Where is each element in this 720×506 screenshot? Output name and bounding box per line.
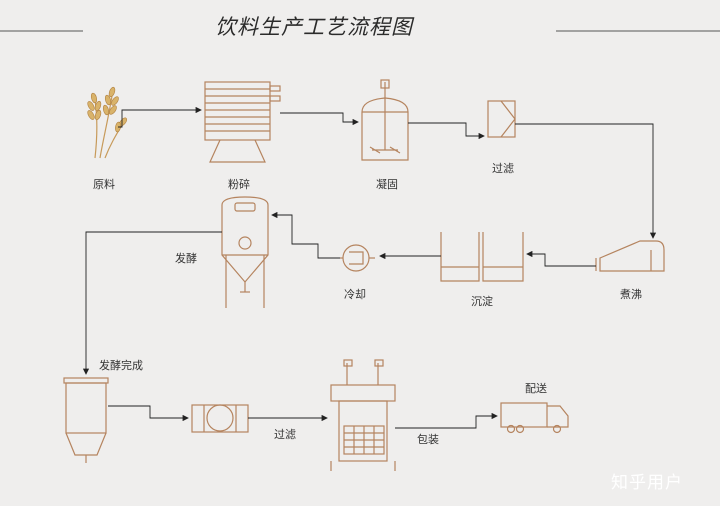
- label-sedimentation: 沉淀: [471, 295, 493, 308]
- label-crushing: 粉碎: [228, 178, 250, 191]
- arrow-cooler-to-fermenter: [271, 211, 340, 259]
- label-delivery: 配送: [525, 382, 547, 395]
- arrow-boiler-to-sedimentation: [526, 250, 596, 267]
- arrow-coagulation-to-filter: [408, 122, 485, 140]
- watermark: 知乎用户: [611, 473, 683, 493]
- arrow-storage-to-filter: [108, 405, 189, 422]
- arrow-raw-to-crusher: [118, 106, 202, 128]
- crusher-icon: [204, 81, 281, 163]
- filter-unit-icon: [191, 404, 249, 433]
- delivery-truck-icon: [500, 402, 569, 434]
- arrow-fermenter-to-storage: [82, 231, 222, 375]
- coagulation-tank-icon: [361, 79, 409, 161]
- boiler-icon: [595, 240, 665, 272]
- flow-connectors: [82, 106, 657, 429]
- storage-tank-icon: [63, 377, 109, 463]
- fermenter-icon: [221, 196, 269, 308]
- label-cooling: 冷却: [344, 288, 366, 301]
- label-fermentation-done: 发酵完成: [99, 359, 143, 372]
- label-filtering-1: 过滤: [492, 162, 514, 175]
- label-coagulation: 凝固: [376, 178, 398, 191]
- label-packaging: 包装: [417, 433, 439, 446]
- label-fermentation: 发酵: [175, 252, 197, 265]
- label-boiling: 煮沸: [620, 288, 642, 301]
- label-raw-material: 原料: [93, 178, 115, 191]
- sedimentation-tank-icon: [440, 232, 524, 282]
- diagram-title: 饮料生产工艺流程图: [215, 15, 413, 39]
- arrow-crusher-to-coagulation: [280, 112, 359, 126]
- label-filtering-2: 过滤: [274, 428, 296, 441]
- filter-box-icon: [487, 100, 516, 138]
- arrow-packaging-to-truck: [395, 412, 498, 429]
- arrow-filter-to-boiler: [515, 123, 657, 239]
- packaging-machine-icon: [330, 359, 396, 471]
- cooler-icon: [340, 244, 375, 272]
- wheat-icon: [87, 86, 128, 159]
